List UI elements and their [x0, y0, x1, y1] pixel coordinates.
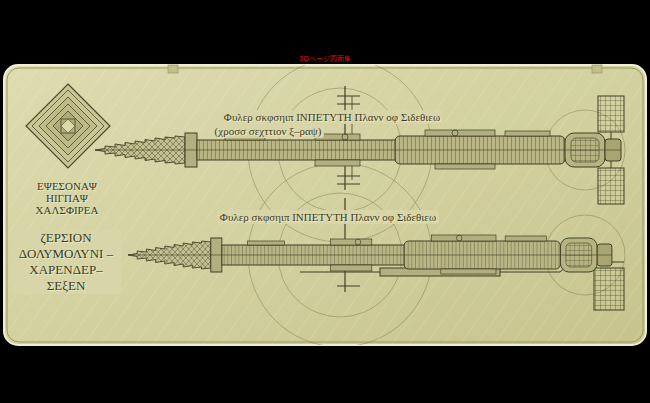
maker-text: ΕΨΕΣΟΝΑΨ ΗΙΓΠΑΨ ΧΑΛΣΦΙΡΕΑ — [23, 180, 111, 216]
page-header: 3Dページ図面集 — [299, 55, 351, 64]
subtitle: (χροσσ σεχττιον ξ–ραψ) — [212, 124, 325, 138]
plan-heading: Φυλερ σκφσηιπ ΙΝΠΕΤΥΤΗ Πλανν οφ Σιδεθιεω — [217, 210, 439, 224]
title-heading: Φυλερ σκφσηιπ ΙΝΠΕΤΥΤΗ Πλανν οφ Σιδεθιεω — [221, 110, 443, 124]
version-text: ζΕΡΣΙΟΝ ΔΟΛΥΜΟΛΥΝΙ –ΧΑΡΕΝΔΕΡ– ΣΕξΕΝ — [11, 230, 121, 294]
